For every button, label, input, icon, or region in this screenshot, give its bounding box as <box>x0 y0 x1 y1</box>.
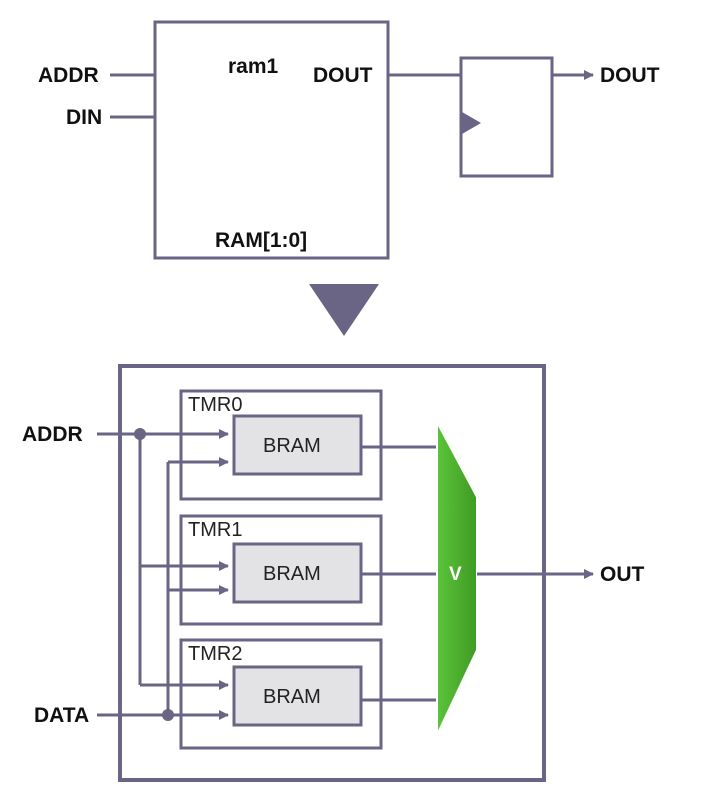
top-diagram: ram1 DOUT RAM[1:0] ADDR DIN DOUT <box>38 20 660 260</box>
tmr1-label: TMR1 <box>188 519 242 541</box>
bottom-addr-label: ADDR <box>22 423 83 446</box>
flip-flop-block <box>459 56 554 178</box>
ram1-name: ram1 <box>228 55 279 78</box>
voter-shape <box>436 421 478 736</box>
bottom-diagram: TMR0 BRAM TMR1 BRAM TMR2 BRAM ADDR DATA <box>22 364 645 782</box>
tmr0-bram <box>232 414 363 476</box>
bottom-out-label: OUT <box>600 563 645 586</box>
voter-label: V <box>449 564 462 585</box>
ram1-dout-port: DOUT <box>313 64 373 87</box>
tmr0-label: TMR0 <box>188 394 242 416</box>
top-addr-label: ADDR <box>38 64 99 87</box>
bottom-data-label: DATA <box>34 704 89 727</box>
tmr2-bram <box>232 665 363 727</box>
tmr1-bram-label: BRAM <box>263 563 321 585</box>
clock-triangle-icon <box>462 112 481 134</box>
tmr2-label: TMR2 <box>188 643 242 665</box>
ram1-sub-label: RAM[1:0] <box>215 229 307 252</box>
ram1-block <box>153 20 390 260</box>
top-din-label: DIN <box>66 106 102 129</box>
top-out-label: DOUT <box>600 64 660 87</box>
tmr2-bram-label: BRAM <box>263 686 321 708</box>
transform-arrow-icon <box>309 284 379 336</box>
tmr0-bram-label: BRAM <box>263 435 321 457</box>
